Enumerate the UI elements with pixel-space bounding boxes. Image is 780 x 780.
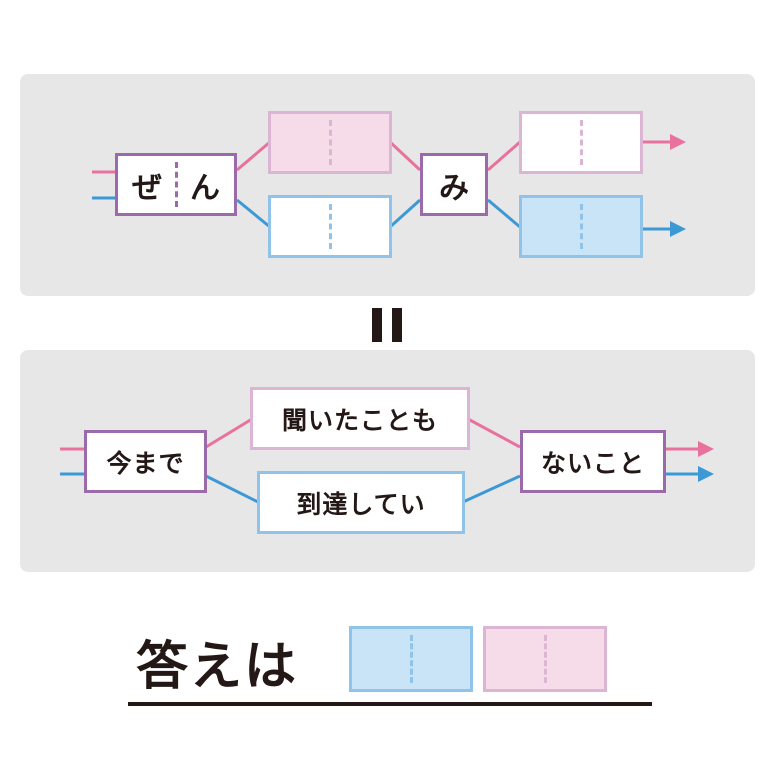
box-divider	[328, 204, 332, 249]
blue-wire-ex-1	[205, 474, 259, 504]
start-char-left: ぜ	[132, 170, 162, 206]
pink-wire-ex-1	[205, 417, 253, 449]
example-upper-box: 聞いたことも	[250, 387, 470, 450]
answer-label: 答えは	[136, 637, 299, 697]
pink-wire-1	[236, 140, 271, 172]
example-start-text: 今まで	[106, 448, 185, 478]
blank-lower-1[interactable]	[268, 195, 392, 258]
pink-wire-ex-2	[467, 417, 521, 449]
blank-upper-2[interactable]	[519, 111, 643, 174]
blue-wire-3	[487, 198, 521, 229]
box-divider	[409, 635, 413, 683]
example-upper-text: 聞いたことも	[281, 405, 438, 435]
answer-blank-blue[interactable]	[349, 626, 473, 692]
blue-wire-ex-2	[462, 474, 521, 504]
equals-sign	[372, 308, 402, 342]
example-lower-text: 到達してい	[296, 489, 426, 519]
example-start-box: 今まで	[84, 430, 207, 493]
example-end-text: ないこと	[540, 448, 645, 478]
blue-wire-1	[236, 198, 271, 229]
box-divider	[543, 635, 547, 683]
blank-lower-2[interactable]	[519, 195, 643, 258]
pink-arrow-icon-example	[698, 441, 714, 457]
blue-arrow-icon-example	[698, 466, 714, 482]
blue-wire-2	[388, 198, 422, 229]
start-kanji-box: ぜ ん	[115, 153, 237, 216]
blank-upper-1[interactable]	[268, 111, 392, 174]
box-divider	[579, 204, 583, 249]
example-end-box: ないこと	[520, 430, 666, 493]
blue-arrow-icon	[670, 221, 686, 237]
start-char-right: ん	[190, 170, 220, 206]
box-divider	[174, 162, 178, 207]
pink-wire-3	[487, 140, 521, 172]
example-lower-box: 到達してい	[257, 471, 465, 534]
box-divider	[328, 120, 332, 165]
pink-wire-2	[388, 140, 422, 172]
answer-underline	[128, 702, 652, 706]
box-divider	[579, 120, 583, 165]
middle-char: み	[439, 170, 469, 206]
middle-char-box: み	[420, 153, 488, 216]
answer-blank-pink[interactable]	[483, 626, 607, 692]
pink-arrow-icon	[670, 134, 686, 150]
